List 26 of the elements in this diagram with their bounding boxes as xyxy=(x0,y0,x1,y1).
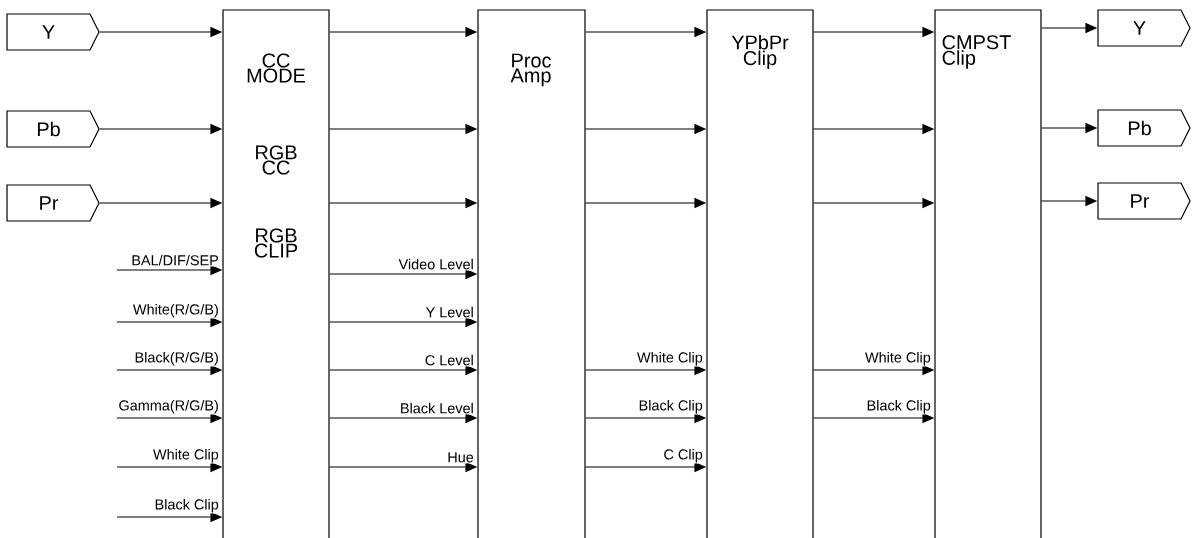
edge-label: C Clip xyxy=(662,447,704,464)
tag-box: Y xyxy=(1097,9,1191,47)
tag-box: Y xyxy=(6,13,100,51)
edge-label: White Clip xyxy=(152,447,220,464)
edge-label: Hue xyxy=(446,451,475,464)
tag-box: Pb xyxy=(1097,109,1191,147)
edge-label: Y Level xyxy=(424,305,475,319)
edge-label: Black Clip xyxy=(865,398,932,415)
edge-label: Black(R/G/B) xyxy=(133,350,220,367)
edge-label: Gamma(R/G/B) xyxy=(117,398,220,415)
edge-label: White Clip xyxy=(636,350,704,367)
block-box: CMPST Clip xyxy=(934,9,1042,538)
tag-box: Pb xyxy=(6,110,100,148)
tag-box: Pr xyxy=(1097,182,1191,220)
block-box: Proc Amp xyxy=(477,9,586,538)
tag-box: Pr xyxy=(6,184,100,222)
edge-label: C Level xyxy=(423,353,475,367)
edge-label: White Clip xyxy=(864,350,932,367)
edge-label: White(R/G/B) xyxy=(131,302,220,319)
edge-label: Black Clip xyxy=(153,497,220,514)
edge-label: Black Clip xyxy=(637,398,704,415)
edge-label: BAL/DIF/SEP xyxy=(130,253,220,267)
block-box: YPbPr Clip xyxy=(706,9,814,538)
edge-label: Video Level xyxy=(397,257,475,271)
edge-label: Black Level xyxy=(398,401,475,415)
block-box: CC MODE RGB CC RGB CLIP xyxy=(222,9,330,538)
